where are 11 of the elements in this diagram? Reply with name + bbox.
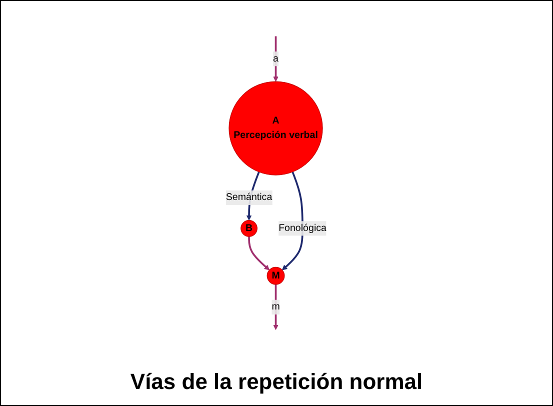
arrow [248,236,270,270]
node-circle: M [267,266,286,285]
arrow [273,36,279,82]
node-circle: A Percepción verbal [229,81,324,176]
edge-label: m [272,302,280,312]
edge-label: a [273,53,279,64]
caption: Vías de la repetición normal [130,368,423,396]
edge-label: Semántica [226,192,272,203]
edge-label: Fonológica [278,222,327,234]
arrow [273,284,279,330]
node-circle: B [240,220,258,237]
